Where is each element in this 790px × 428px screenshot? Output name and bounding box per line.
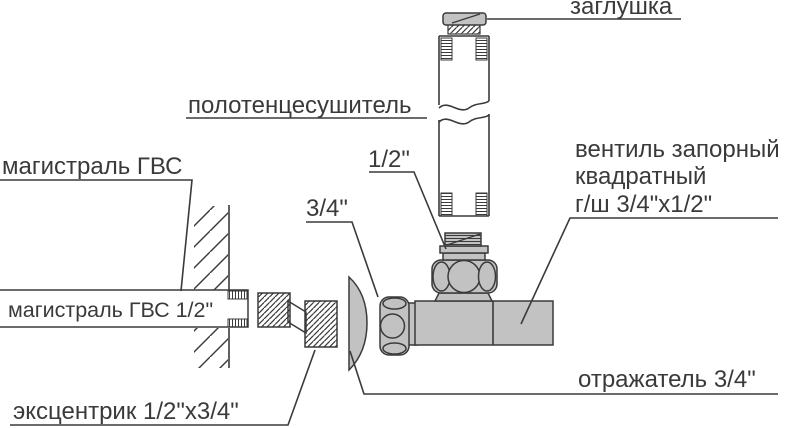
valve-side-nut-facet bbox=[382, 297, 407, 310]
wall-hatch-lower bbox=[194, 328, 228, 368]
valve-top-nut-facet bbox=[447, 259, 481, 294]
towel-rail-pipe bbox=[438, 35, 490, 217]
rail-thread-mark bbox=[475, 192, 488, 217]
valve-top-nut-facet bbox=[477, 261, 497, 292]
towel-rail-label: полотенцесушитель bbox=[188, 92, 412, 119]
valve-top-size-label: 1/2" bbox=[368, 146, 410, 173]
valve-name-label-line1: вентиль запорный bbox=[575, 136, 780, 163]
reflector-label: отражатель 3/4" bbox=[578, 366, 756, 393]
valve-side-size-leader-line bbox=[306, 221, 379, 298]
rail-break-wave-upper bbox=[438, 100, 490, 111]
wall-section bbox=[194, 205, 230, 368]
plug-cap bbox=[442, 12, 487, 35]
supply-pipe-body bbox=[0, 289, 249, 328]
reflector-leader-line bbox=[349, 350, 778, 395]
eccentric-block-small bbox=[257, 292, 291, 328]
supply-main-leader-line bbox=[0, 179, 193, 292]
valve-side-nut-facet bbox=[379, 313, 406, 339]
supply-main-label: магистраль ГВС bbox=[2, 153, 182, 180]
valve-neck-flange bbox=[439, 245, 489, 254]
valve-side-nut-facet bbox=[382, 342, 407, 355]
rail-thread-mark bbox=[475, 37, 488, 61]
valve-neck-collar bbox=[442, 252, 486, 261]
pipe-thread-mark bbox=[227, 290, 248, 300]
valve-body bbox=[414, 300, 554, 346]
valve-name-label-line3: г/ш 3/4"x1/2" bbox=[575, 191, 712, 218]
plug-cap-slash bbox=[451, 13, 481, 24]
eccentric-fitting bbox=[257, 292, 338, 348]
angle-valve bbox=[379, 232, 554, 356]
valve-top-collar-trapezoid bbox=[433, 292, 494, 302]
rail-thread-mark bbox=[440, 37, 453, 61]
supply-pipe: магистраль ГВС 1/2" bbox=[0, 289, 249, 328]
eccentric-block-large bbox=[304, 300, 338, 348]
eccentric-label: эксцентрик 1/2"x3/4" bbox=[13, 398, 239, 425]
wall-hatch-upper bbox=[194, 206, 228, 290]
rail-break-wave-lower bbox=[438, 114, 490, 125]
valve-name-leader-line bbox=[520, 217, 778, 325]
valve-top-thread-slash bbox=[446, 233, 481, 246]
valve-top-size-leader-line bbox=[369, 171, 447, 250]
valve-side-size-label: 3/4" bbox=[306, 195, 348, 222]
supply-pipe-label: магистраль ГВС 1/2" bbox=[8, 298, 213, 322]
rail-thread-mark bbox=[440, 192, 453, 217]
valve-name-label-line2: квадратный bbox=[575, 163, 706, 190]
reflector-escutcheon bbox=[348, 275, 368, 372]
plug-label: заглушка bbox=[570, 0, 673, 20]
eccentric-leader-line bbox=[10, 349, 316, 426]
pipe-thread-mark bbox=[227, 318, 248, 328]
